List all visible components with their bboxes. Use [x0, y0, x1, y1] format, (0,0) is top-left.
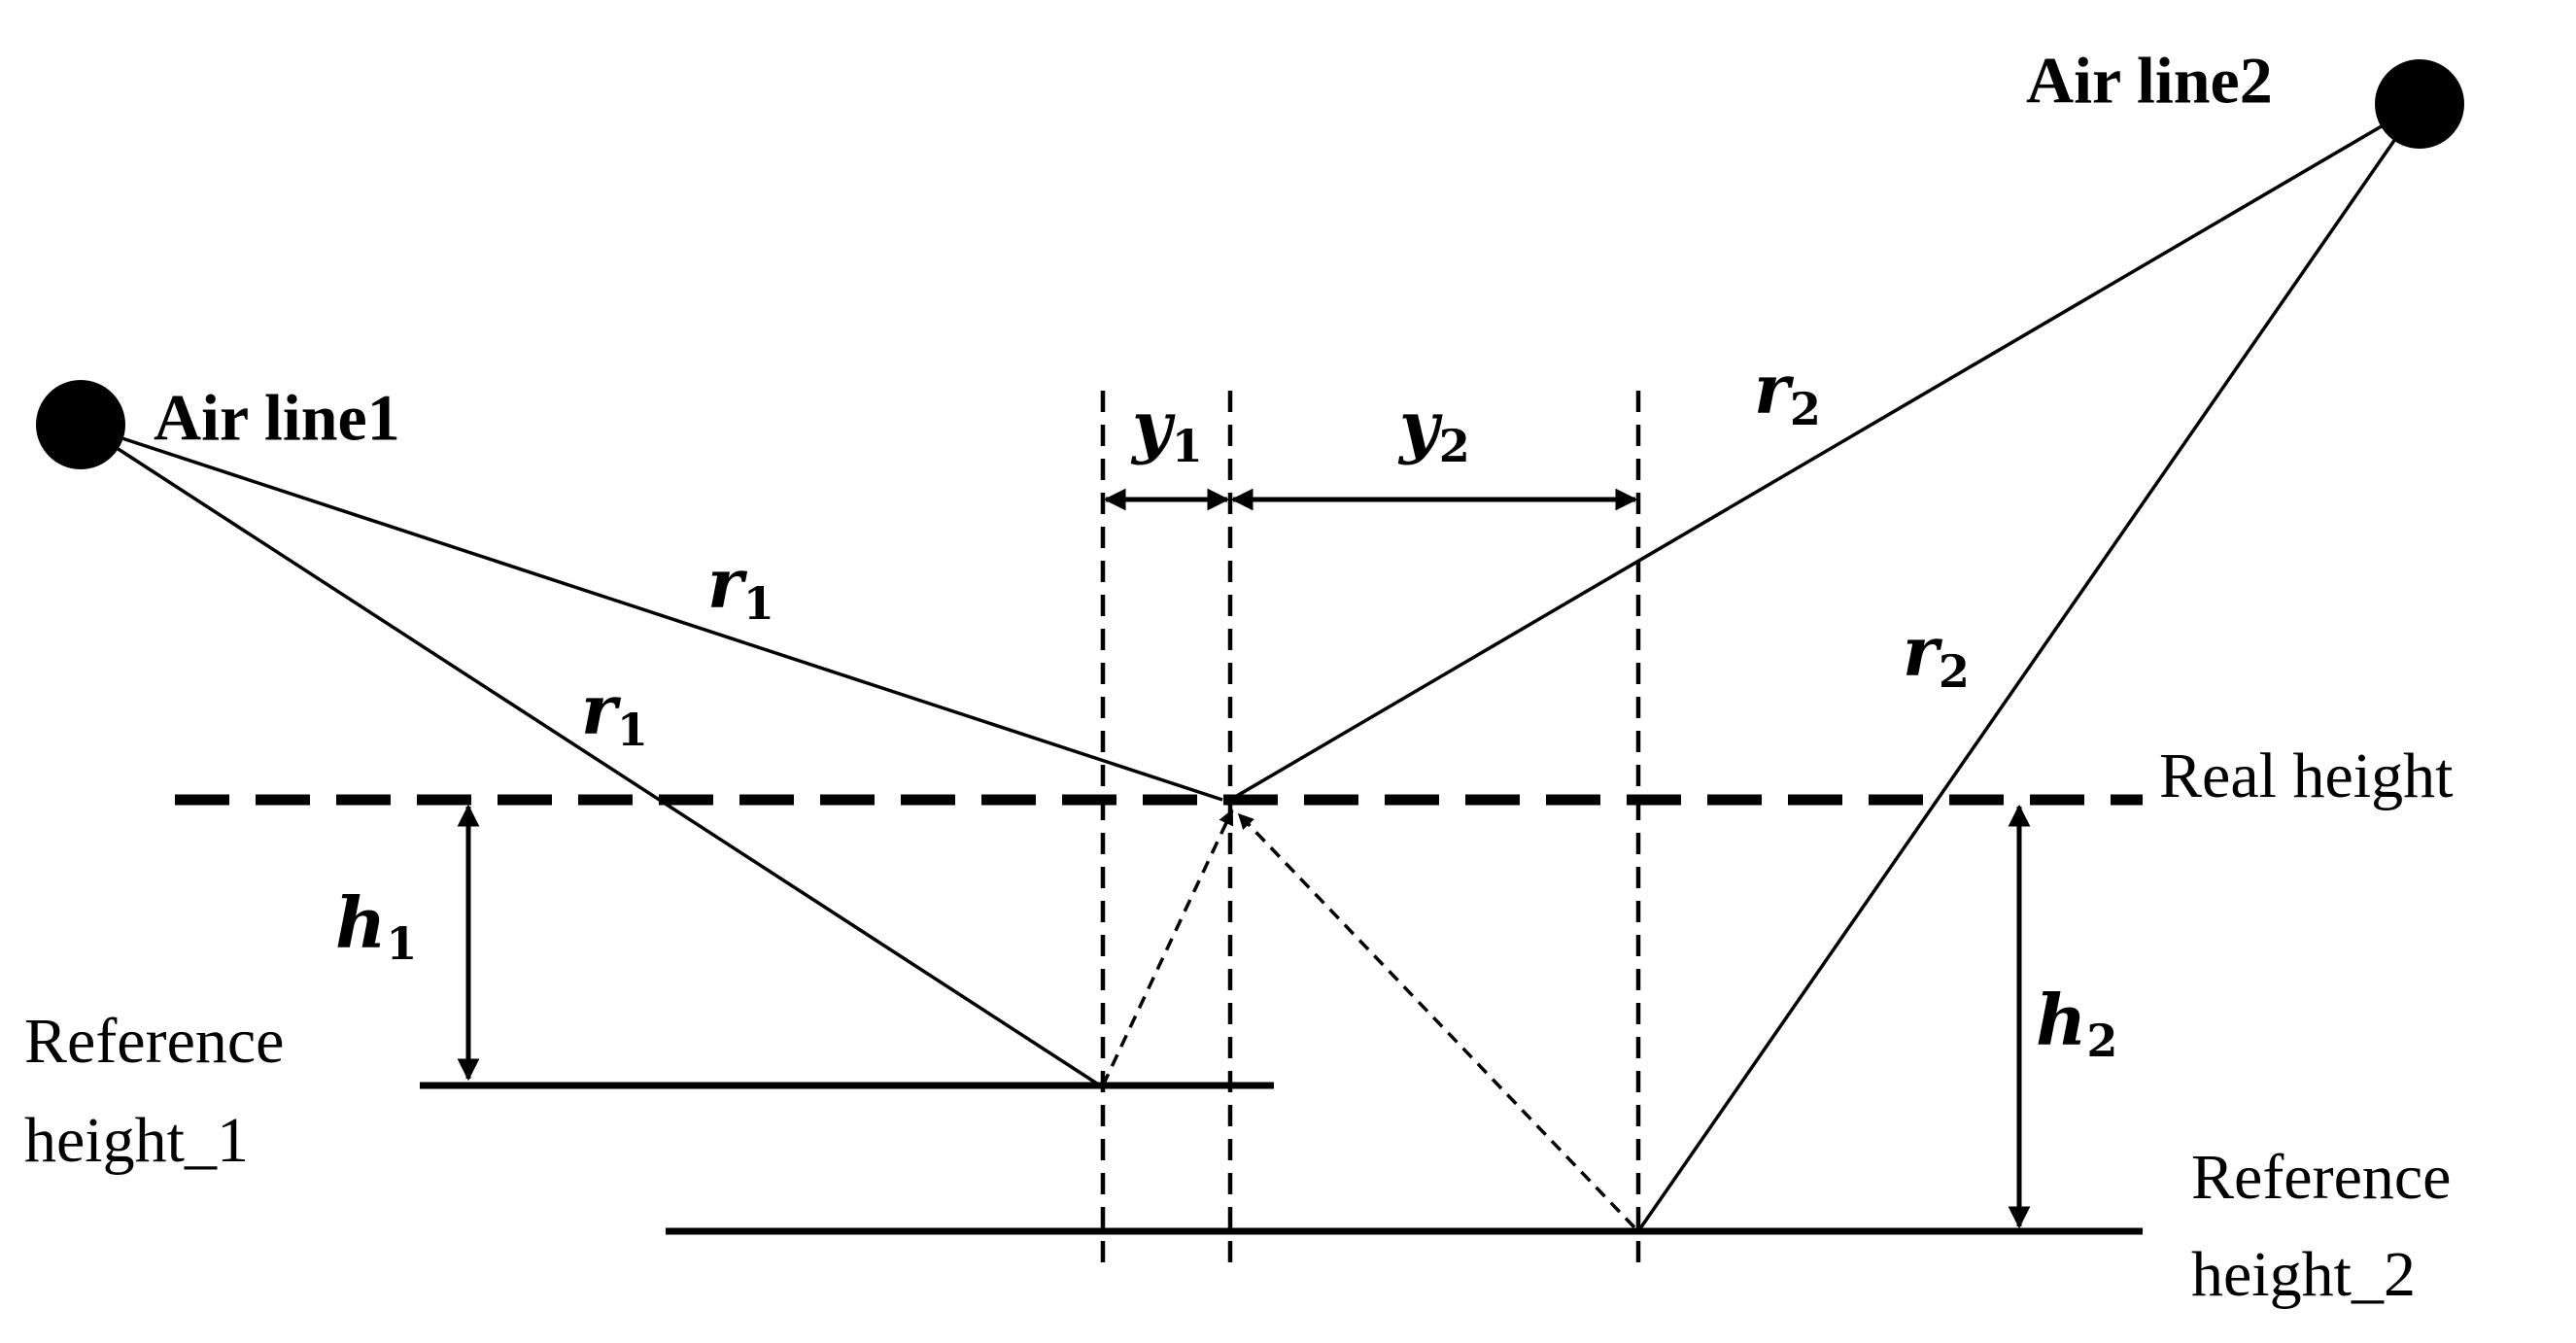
label-y1: y1: [1130, 386, 1203, 472]
ray-r1-to-real-height: [80, 423, 1223, 802]
air-line-1-label: Air line1: [154, 381, 400, 455]
label-h1: h1: [335, 881, 417, 970]
reference-height-2-label-line1: Reference: [2191, 1142, 2451, 1213]
label-r2-upper: r2: [1754, 349, 1821, 435]
correction-arrow-1: [1101, 809, 1234, 1086]
air-line-2-label: Air line2: [2026, 44, 2273, 118]
ray-r1-to-reference-1: [80, 423, 1101, 1087]
real-height-label: Real height: [2159, 740, 2453, 811]
reference-height-1-label-line2: height_1: [24, 1105, 249, 1176]
correction-arrow-2: [1237, 812, 1636, 1229]
label-r1-lower: r1: [581, 670, 648, 756]
label-y2: y2: [1397, 386, 1470, 472]
ray-r2-to-real-height: [1229, 102, 2421, 802]
label-h2: h2: [2036, 979, 2117, 1067]
label-r2-lower: r2: [1903, 611, 1970, 698]
ray-r2-to-reference-2: [1636, 103, 2421, 1232]
reference-height-2-label-line2: height_2: [2191, 1239, 2416, 1310]
air-line-2-marker: [2375, 59, 2464, 149]
reference-height-1-label-line1: Reference: [24, 1006, 284, 1077]
air-line-1-marker: [36, 380, 125, 469]
label-r1-upper: r1: [707, 543, 774, 630]
